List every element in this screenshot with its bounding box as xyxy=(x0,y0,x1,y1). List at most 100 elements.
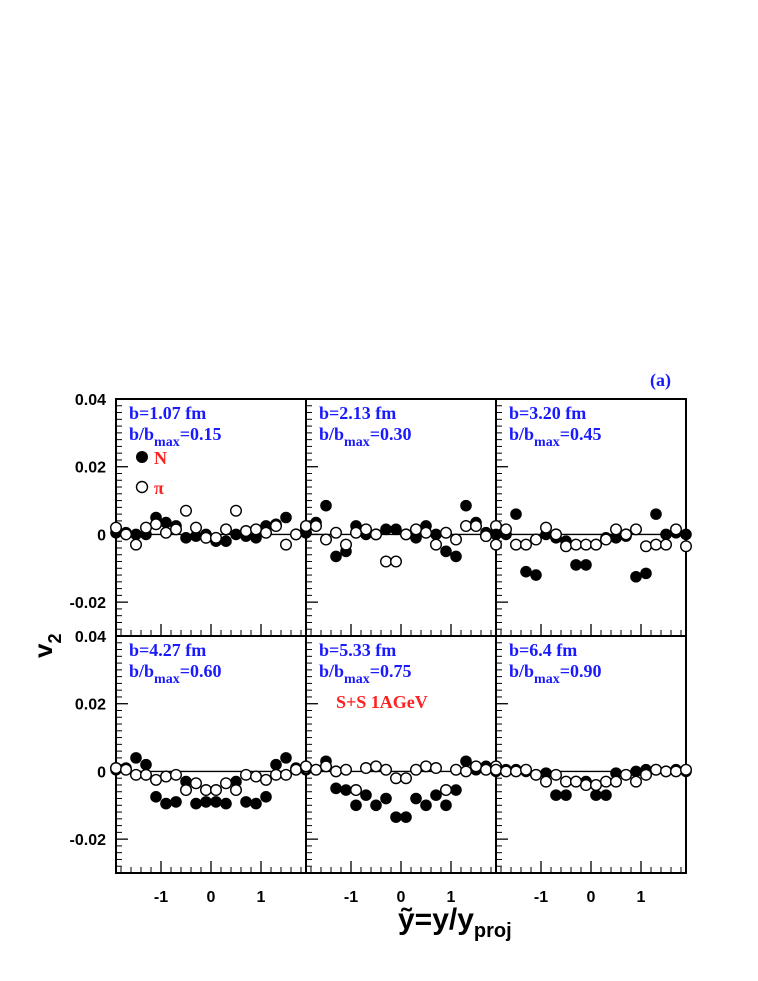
pion-point xyxy=(280,768,293,781)
nucleon-point xyxy=(360,789,372,801)
pion-point xyxy=(660,538,673,551)
nucleon-point xyxy=(130,752,142,764)
nucleon-point xyxy=(570,559,582,571)
nucleon-point xyxy=(610,532,622,544)
nucleon-point xyxy=(460,499,472,512)
pion-point xyxy=(550,528,563,541)
pion-point xyxy=(330,526,343,539)
nucleon-point xyxy=(130,528,142,541)
pion-point xyxy=(620,768,633,781)
data-markers xyxy=(109,499,693,823)
pion-point xyxy=(270,519,283,532)
svg-text:v2: v2 xyxy=(28,634,65,658)
ratio-value: =0.30 xyxy=(370,424,412,444)
panel-annotations: b=1.07 fmb/bmax=0.15b=2.13 fmb/bmax=0.30… xyxy=(129,403,601,687)
pion-point xyxy=(119,763,132,776)
panel-ratio: b/bmax=0.75 xyxy=(319,661,411,687)
ratio-subscript: max xyxy=(534,672,560,687)
pion-point xyxy=(570,775,583,788)
nucleon-point xyxy=(460,755,472,768)
nucleon-point xyxy=(170,796,182,808)
pion-point xyxy=(270,768,283,781)
pion-point xyxy=(640,540,653,553)
x-tick-label: 1 xyxy=(257,889,266,906)
ratio-subscript: max xyxy=(534,435,560,450)
x-tick-label: 0 xyxy=(587,889,596,906)
panel-ratio: b/bmax=0.45 xyxy=(509,424,601,450)
pion-point xyxy=(340,763,353,776)
pion-point xyxy=(199,531,212,544)
pion-point xyxy=(500,765,513,778)
panel-impact-parameter: b=2.13 fm xyxy=(319,403,396,423)
pion-point xyxy=(580,538,593,551)
pion-point xyxy=(450,533,463,546)
panel-impact-parameter: b=3.20 fm xyxy=(509,403,586,423)
ratio-prefix: b/b xyxy=(129,424,154,444)
x-tick-label: -1 xyxy=(534,889,548,906)
ratio-value: =0.15 xyxy=(180,424,222,444)
nucleon-point xyxy=(450,784,462,796)
pion-point xyxy=(300,760,313,773)
pion-point xyxy=(310,519,323,532)
pion-point xyxy=(510,538,523,551)
y-tick-label: 0.02 xyxy=(75,460,106,477)
x-tick-label: -1 xyxy=(344,889,358,906)
pion-point xyxy=(680,763,693,776)
ratio-value: =0.45 xyxy=(560,424,602,444)
pion-point xyxy=(410,523,423,536)
pion-point xyxy=(290,763,303,776)
pion-point xyxy=(129,538,142,551)
nucleon-point xyxy=(440,545,452,558)
pion-point xyxy=(530,533,543,546)
pion-point xyxy=(209,531,222,544)
pion-point xyxy=(550,768,563,781)
y-axis-title-main: v xyxy=(28,643,58,658)
ratio-subscript: max xyxy=(154,672,180,687)
y-axis-title: v2 xyxy=(28,634,65,658)
pion-point xyxy=(610,523,623,536)
nucleon-point xyxy=(530,569,542,581)
pion-point xyxy=(159,526,172,539)
panel-ratio: b/bmax=0.60 xyxy=(129,661,221,687)
pion-point xyxy=(420,760,433,773)
y-tick-label: -0.02 xyxy=(70,595,107,612)
nucleon-point xyxy=(520,565,532,578)
pion-point xyxy=(540,775,553,788)
nucleon-point xyxy=(400,811,412,823)
nucleon-point xyxy=(430,789,442,801)
pion-point xyxy=(219,777,232,790)
pion-point xyxy=(530,768,543,781)
panel-impact-parameter: b=4.27 fm xyxy=(129,640,206,660)
panel-ratio: b/bmax=0.90 xyxy=(509,661,601,687)
x-tick-label: 1 xyxy=(447,889,456,906)
nucleon-point xyxy=(650,508,662,520)
pion-point xyxy=(630,523,643,536)
pion-point xyxy=(590,538,603,551)
panel-ratio: b/bmax=0.15 xyxy=(129,424,221,450)
nucleon-point xyxy=(350,799,362,812)
nucleon-point xyxy=(440,799,452,812)
nucleon-point xyxy=(340,784,352,796)
pion-point xyxy=(670,765,683,778)
y-tick-label: -0.02 xyxy=(70,832,107,849)
pion-point xyxy=(340,538,353,551)
svg-text:ỹ=y/yproj: ỹ=y/yproj xyxy=(398,903,512,942)
pion-point xyxy=(129,768,142,781)
pion-point xyxy=(460,519,473,532)
pion-point xyxy=(480,763,493,776)
pion-point xyxy=(320,533,333,546)
pion-point xyxy=(500,523,513,536)
pion-point xyxy=(249,523,262,536)
nucleon-point xyxy=(270,758,282,771)
x-axis-title-main: ỹ=y/y xyxy=(398,903,474,936)
pion-point xyxy=(249,770,262,783)
pion-point xyxy=(260,773,273,786)
legend-nucleon-label: N xyxy=(154,448,167,468)
pion-point xyxy=(370,760,383,773)
pion-point xyxy=(350,526,363,539)
pion-point xyxy=(260,526,273,539)
pion-point xyxy=(149,518,162,531)
y-tick-label: 0 xyxy=(97,764,106,781)
